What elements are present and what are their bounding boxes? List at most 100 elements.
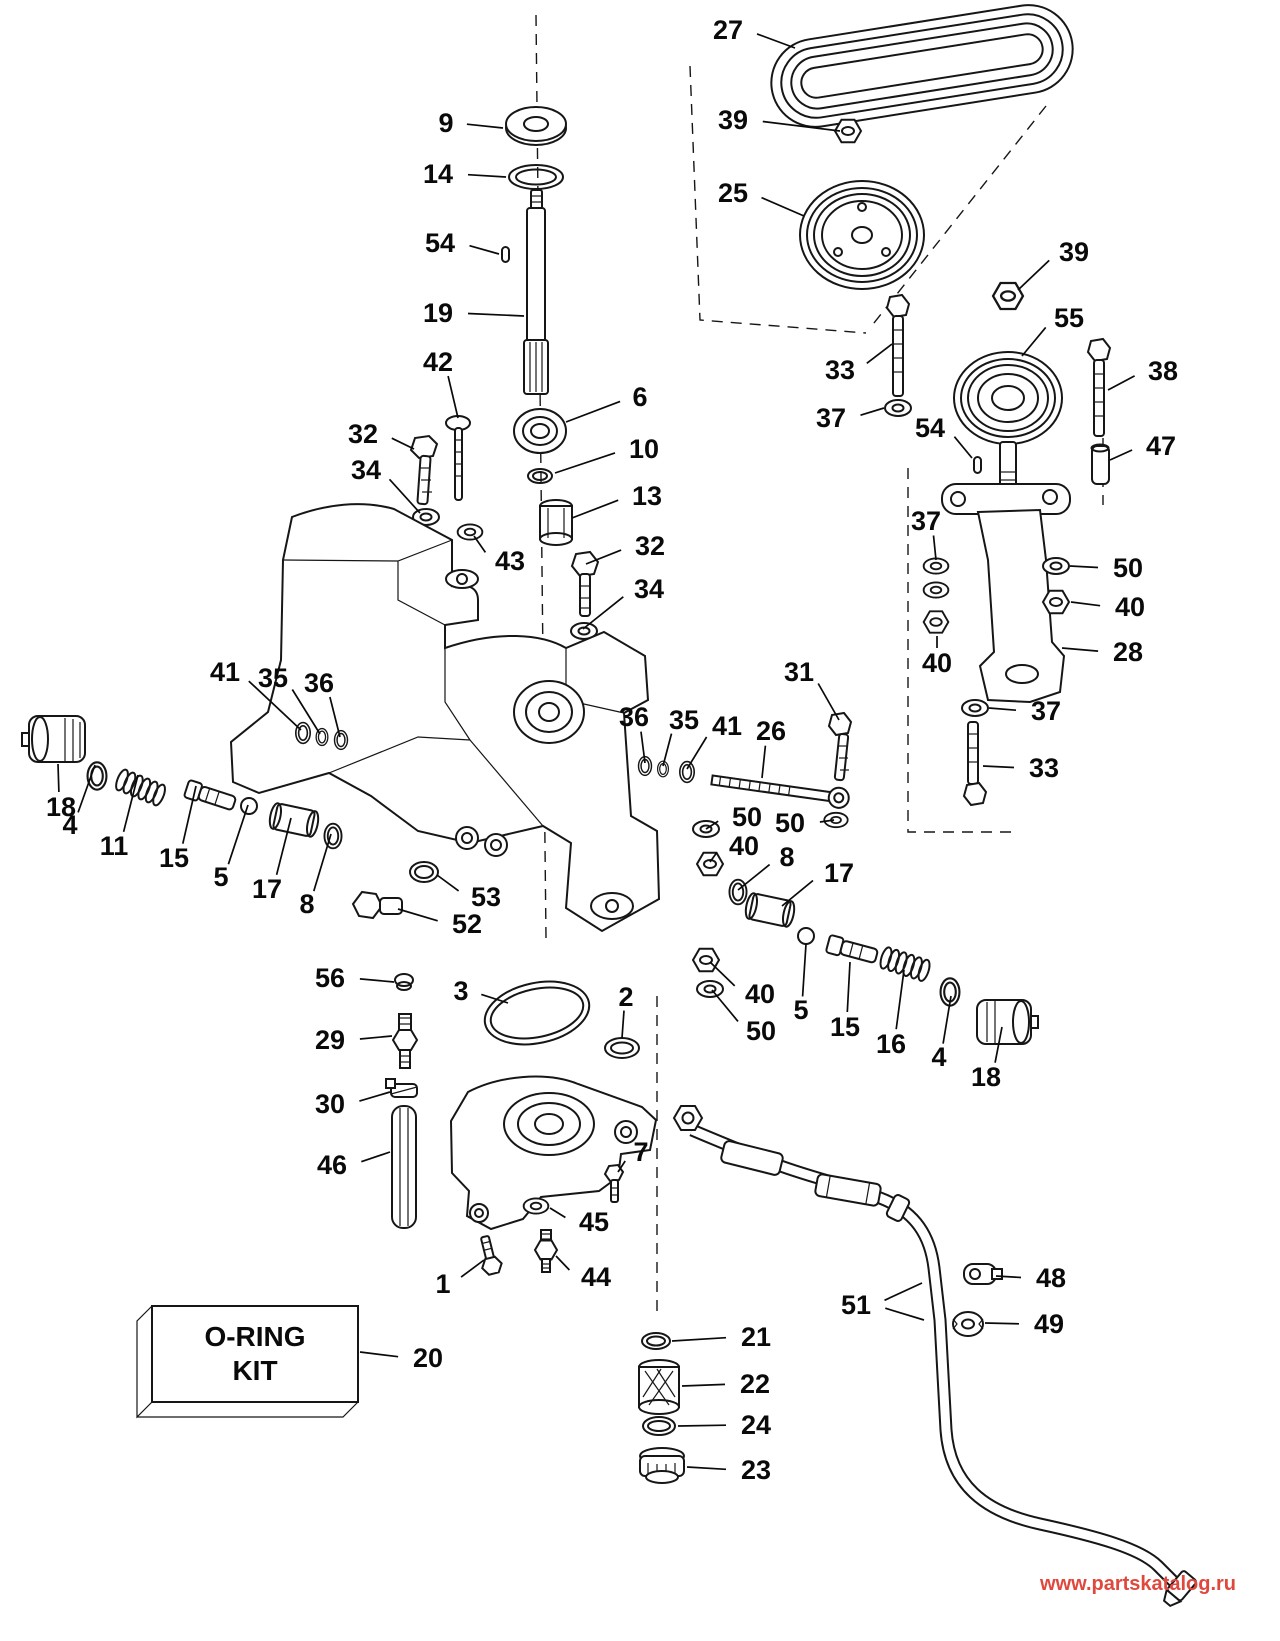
bolt — [1086, 337, 1112, 437]
part-number-33-9: 33 — [825, 355, 855, 385]
leader-line-32 — [585, 549, 622, 565]
part-number-4-39: 4 — [62, 810, 77, 840]
leader-line-34 — [388, 478, 421, 514]
pin — [973, 456, 982, 474]
part-number-2-54: 2 — [618, 982, 633, 1012]
leader-line-7 — [617, 1160, 626, 1173]
return-hose — [689, 1124, 1197, 1608]
leader-line-11 — [122, 774, 139, 833]
part-number-43-22: 43 — [495, 546, 525, 576]
washer — [1042, 557, 1070, 575]
part-number-41-35: 41 — [712, 711, 742, 741]
part-number-17-49: 17 — [824, 858, 854, 888]
part-number-50-61: 50 — [746, 1016, 776, 1046]
leader-line-37 — [860, 407, 885, 417]
part-number-34-18: 34 — [351, 455, 381, 485]
filter-plug — [639, 1447, 685, 1484]
grommet — [952, 1311, 984, 1337]
drive-belt — [770, 4, 1074, 128]
leader-line-44 — [555, 1255, 571, 1271]
leader-line-4 — [77, 764, 96, 813]
part-number-25-4: 25 — [718, 178, 748, 208]
part-number-30-63: 30 — [315, 1089, 345, 1119]
leader-line-24 — [677, 1424, 727, 1427]
part-number-20-73: 20 — [413, 1343, 443, 1373]
part-number-42-10: 42 — [423, 347, 453, 377]
drive-shaft — [523, 189, 549, 395]
valve-spring — [877, 945, 933, 984]
leader-line-16 — [895, 969, 905, 1030]
leader-line-25 — [761, 196, 805, 217]
leader-line-49 — [984, 1322, 1020, 1325]
washer — [961, 699, 989, 717]
part-number-38-11: 38 — [1148, 356, 1178, 386]
o-ring — [409, 861, 439, 883]
washer — [922, 581, 950, 599]
o-ring — [728, 878, 748, 906]
bolt — [570, 550, 600, 617]
part-number-51-74: 51 — [841, 1290, 871, 1320]
leader-line-51 — [885, 1307, 925, 1321]
part-number-39-2: 39 — [718, 105, 748, 135]
oring-kit-box: O-RING KIT — [136, 1305, 359, 1419]
thrust-washer — [505, 106, 567, 146]
bushing — [539, 499, 573, 546]
leader-line-9 — [466, 123, 504, 129]
valve-plug — [21, 715, 86, 763]
leader-line-50 — [711, 989, 739, 1022]
part-number-23-72: 23 — [741, 1455, 771, 1485]
ball-bearing — [513, 408, 567, 454]
part-number-36-31: 36 — [304, 668, 334, 698]
snap-ring — [527, 468, 553, 484]
washer — [884, 399, 912, 417]
fitting — [391, 1013, 419, 1069]
leader-line-43 — [473, 535, 487, 553]
leader-line-18 — [994, 1026, 1003, 1063]
part-number-48-75: 48 — [1036, 1263, 1066, 1293]
idler-pulley — [953, 351, 1063, 445]
leader-line-42 — [447, 375, 459, 419]
part-number-55-8: 55 — [1054, 303, 1084, 333]
leader-line-20 — [359, 1351, 399, 1358]
part-number-22-70: 22 — [740, 1369, 770, 1399]
leader-line-8 — [737, 863, 771, 891]
leader-line-41 — [248, 680, 302, 731]
valve-piston — [183, 779, 237, 811]
drive-pin — [501, 246, 510, 263]
nut — [696, 851, 724, 877]
leader-line-5 — [227, 804, 249, 865]
nut — [1042, 589, 1070, 615]
part-number-8-48: 8 — [779, 842, 794, 872]
leader-line-31 — [817, 683, 840, 721]
retaining-ring — [508, 164, 564, 190]
part-number-40-47: 40 — [729, 831, 759, 861]
leader-line-37 — [932, 535, 937, 561]
part-number-9-1: 9 — [438, 108, 453, 138]
leader-line-15 — [181, 785, 197, 844]
washer — [522, 1197, 550, 1215]
adjusting-screw — [710, 774, 850, 809]
washer — [823, 811, 849, 829]
leader-line-50 — [1069, 565, 1099, 569]
bolt — [480, 1235, 503, 1276]
leader-line-17 — [781, 879, 814, 907]
washer — [696, 980, 724, 998]
bolt — [885, 293, 911, 397]
part-number-13-19: 13 — [632, 481, 662, 511]
part-number-16-58: 16 — [876, 1029, 906, 1059]
part-number-41-29: 41 — [210, 657, 240, 687]
leader-line-35 — [291, 689, 321, 735]
leader-line-38 — [1107, 375, 1135, 391]
part-number-18-60: 18 — [971, 1062, 1001, 1092]
leader-line-55 — [1021, 326, 1047, 357]
small-o-ring — [604, 1037, 640, 1059]
leader-line-50 — [819, 819, 835, 823]
leader-line-26 — [761, 745, 767, 779]
pump-cover — [449, 1075, 658, 1231]
part-number-19-7: 19 — [423, 298, 453, 328]
hose-clamp-bracket — [963, 1263, 1003, 1285]
part-number-53-50: 53 — [471, 882, 501, 912]
leader-line-32 — [391, 437, 415, 450]
